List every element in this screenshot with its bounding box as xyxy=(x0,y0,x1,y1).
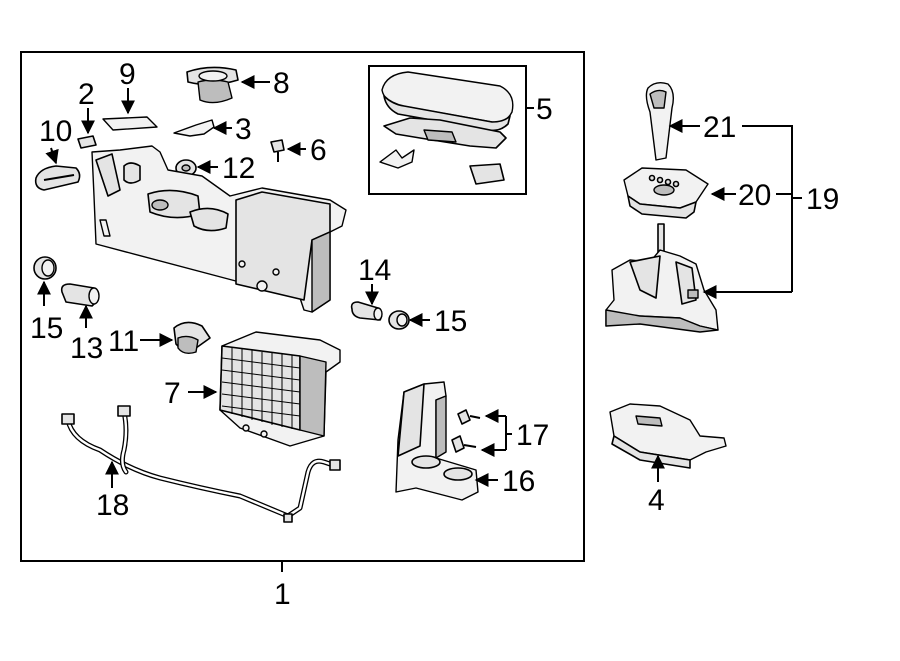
part-16-cup-holder xyxy=(395,381,479,501)
callout-14: 14 xyxy=(358,254,391,287)
callout-18: 18 xyxy=(96,489,129,522)
callout-6: 6 xyxy=(310,134,327,167)
callout-3: 3 xyxy=(235,113,252,146)
part-11-cup xyxy=(173,321,211,355)
part-4-base-bracket xyxy=(609,403,727,469)
armrest-lid-box xyxy=(368,65,527,195)
console-assembly-box xyxy=(20,51,585,562)
part-18-wiring-harness xyxy=(61,405,341,523)
part-20-shift-bezel xyxy=(623,167,709,219)
callout-11: 11 xyxy=(108,325,139,358)
part-10-switch xyxy=(34,165,81,191)
leader-19 xyxy=(742,125,793,292)
callout-9: 9 xyxy=(119,58,136,91)
part-7-storage-bin xyxy=(219,331,341,447)
part-3-bracket xyxy=(173,119,215,137)
leader-10 xyxy=(45,147,59,165)
part-15-plug-left xyxy=(33,256,57,280)
part-13-socket xyxy=(60,283,100,307)
callout-15-left: 15 xyxy=(30,312,63,345)
callout-16: 16 xyxy=(502,465,535,498)
callout-21: 21 xyxy=(703,111,736,144)
callout-15-right: 15 xyxy=(434,305,467,338)
part-8-cup-insert xyxy=(186,66,239,104)
part-17-screws xyxy=(451,409,481,453)
callout-20: 20 xyxy=(738,179,771,212)
callout-19: 19 xyxy=(806,183,839,216)
part-14-sleeve xyxy=(350,301,383,321)
callout-4: 4 xyxy=(648,484,665,517)
callout-1: 1 xyxy=(274,578,291,611)
callout-5: 5 xyxy=(536,93,553,126)
part-6-pin xyxy=(270,139,285,162)
shifter-assembly xyxy=(605,223,719,333)
callout-7: 7 xyxy=(164,377,181,410)
part-15-cap-right xyxy=(388,310,410,330)
part-2-clip xyxy=(77,135,97,149)
callout-8: 8 xyxy=(273,67,290,100)
callout-17: 17 xyxy=(516,419,549,452)
console-body xyxy=(91,145,347,313)
callout-13: 13 xyxy=(70,332,103,365)
callout-12: 12 xyxy=(222,152,255,185)
part-5-armrest-lid xyxy=(379,71,514,185)
part-21-shift-knob xyxy=(645,81,675,161)
part-9-pad xyxy=(102,116,158,131)
callout-10: 10 xyxy=(39,115,72,148)
callout-2: 2 xyxy=(78,78,95,111)
